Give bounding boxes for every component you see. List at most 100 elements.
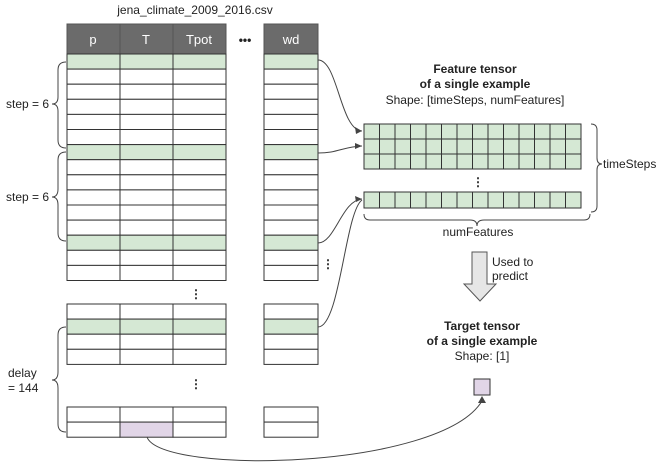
table-cell (263, 204, 319, 221)
feature-cell (410, 138, 427, 155)
table-cell (66, 83, 121, 100)
feature-cell (472, 153, 489, 170)
feature-cell (441, 153, 458, 170)
table-cell (66, 318, 121, 335)
table-cell (119, 219, 174, 236)
arrow-heads (355, 127, 486, 403)
table-cell (263, 333, 319, 350)
header-label-t: T (142, 32, 150, 47)
csv-table-rows (66, 53, 319, 438)
num-features-brace (363, 213, 591, 227)
table-cell (66, 234, 121, 251)
table-cell (172, 318, 227, 335)
table-cell (172, 189, 227, 206)
table-cell (66, 189, 121, 206)
table-cell (119, 159, 174, 176)
table-cell (66, 159, 121, 176)
header-cell-wd (263, 23, 319, 55)
table-cell (172, 303, 227, 320)
feature-cell (534, 138, 551, 155)
table-cell (263, 68, 319, 85)
table-cell (119, 204, 174, 221)
header-label-wd: wd (282, 32, 300, 47)
feature-cell (472, 138, 489, 155)
table-cell (66, 348, 121, 365)
table-cell (263, 53, 319, 70)
table-cell (263, 421, 319, 438)
table-cell (66, 68, 121, 85)
feature-cell (379, 153, 396, 170)
feature-cell (379, 138, 396, 155)
feature-tensor-title-line2: of a single example (420, 77, 531, 91)
table-cell (263, 159, 319, 176)
feature-cell (549, 153, 566, 170)
table-cell (263, 129, 319, 146)
feature-cell (565, 153, 582, 170)
predict-label-line2: predict (492, 269, 529, 283)
feature-cell (425, 138, 442, 155)
feature-cell (394, 138, 411, 155)
feature-cell (379, 191, 396, 209)
table-cell (66, 98, 121, 115)
feature-tensor-shape: Shape: [timeSteps, numFeatures] (386, 93, 565, 107)
table-cell (119, 264, 174, 281)
table-vertical-ellipsis-1: ⋮ (190, 287, 202, 301)
feature-cell (379, 123, 396, 140)
feature-cell (472, 191, 489, 209)
predict-arrow (462, 251, 498, 302)
arrow-row3-to-feature (317, 198, 363, 244)
table-cell (66, 303, 121, 320)
table-cell (119, 333, 174, 350)
table-cell (119, 348, 174, 365)
table-cell (66, 144, 121, 161)
table-cell (263, 144, 319, 161)
table-cell (263, 249, 319, 266)
table-cell (172, 234, 227, 251)
num-features-label: numFeatures (443, 225, 514, 239)
table-cell (263, 264, 319, 281)
arrow-target-cell-to-tensor (146, 400, 483, 462)
feature-cell (518, 191, 535, 209)
table-cell (263, 406, 319, 423)
table-cell (172, 249, 227, 266)
feature-cell (441, 138, 458, 155)
table-cell (119, 406, 174, 423)
feature-cell (441, 123, 458, 140)
table-cell (119, 98, 174, 115)
target-tensor-cell (473, 378, 491, 396)
table-cell (263, 189, 319, 206)
feature-cell (487, 153, 504, 170)
delay-brace (51, 326, 67, 433)
feature-cell (394, 153, 411, 170)
feature-cell (363, 138, 380, 155)
table-cell (263, 348, 319, 365)
feature-cell (394, 123, 411, 140)
time-steps-label: timeSteps (603, 157, 656, 171)
header-cell-t (119, 23, 174, 55)
table-cell (172, 159, 227, 176)
table-cell (66, 264, 121, 281)
feature-cell (394, 191, 411, 209)
feature-cell (425, 153, 442, 170)
delay-label-line1: delay (8, 366, 37, 380)
table-cell (66, 53, 121, 70)
feature-cell (425, 123, 442, 140)
table-cell (66, 113, 121, 131)
table-cell (172, 174, 227, 191)
table-cell (263, 83, 319, 100)
table-cell (66, 421, 121, 438)
table-cell (119, 83, 174, 100)
predict-label-line1: Used to (492, 255, 534, 269)
feature-cell (363, 191, 380, 209)
header-label-tpot: Tpot (186, 32, 212, 47)
table-cell (172, 333, 227, 350)
arrowhead-2 (355, 143, 362, 149)
feature-cell (503, 153, 520, 170)
target-value-cell (119, 421, 174, 438)
table-cell (119, 189, 174, 206)
table-cell (66, 219, 121, 236)
header-cell-p (66, 23, 121, 55)
header-label-p: p (89, 32, 96, 47)
feature-cell (441, 191, 458, 209)
table-cell (172, 144, 227, 161)
